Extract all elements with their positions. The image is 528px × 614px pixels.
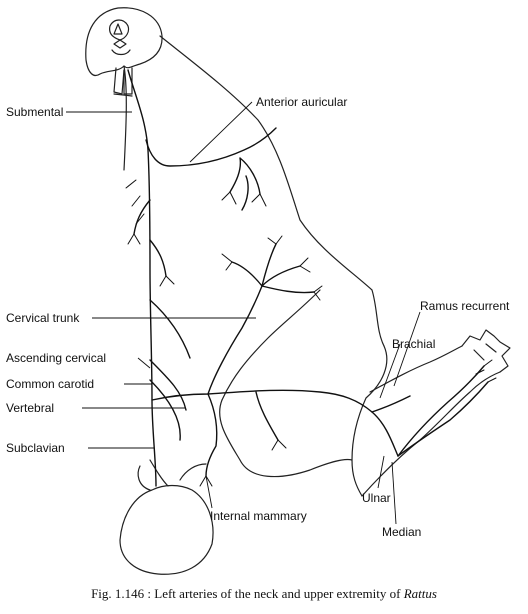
label-ulnar: Ulnar [362,491,391,505]
artery-trunks [127,69,489,487]
leader-lines [66,101,421,525]
label-common-carotid: Common carotid [6,377,94,391]
caption-genus: Rattus [403,586,437,601]
forelimb-outline [361,329,511,497]
label-subclavian: Subclavian [6,441,65,455]
label-ascending-cervical: Ascending cervical [6,351,106,365]
label-cervical-trunk: Cervical trunk [6,311,80,325]
label-vertebral: Vertebral [6,401,54,415]
label-ramus-recurrent: Ramus recurrent [420,299,510,313]
figure-caption: Fig. 1.146 : Left arteries of the neck a… [0,586,528,602]
label-median: Median [382,525,421,539]
label-submental: Submental [6,105,63,119]
label-anterior-auricular: Anterior auricular [256,95,347,109]
head-outline [85,7,163,77]
label-internal-mammary: Internal mammary [210,509,307,523]
artery-branches [125,179,497,487]
heart-outline [119,459,214,575]
label-brachial: Brachial [392,337,435,351]
caption-prefix: Fig. 1.146 : Left arteries of the neck a… [91,586,404,601]
